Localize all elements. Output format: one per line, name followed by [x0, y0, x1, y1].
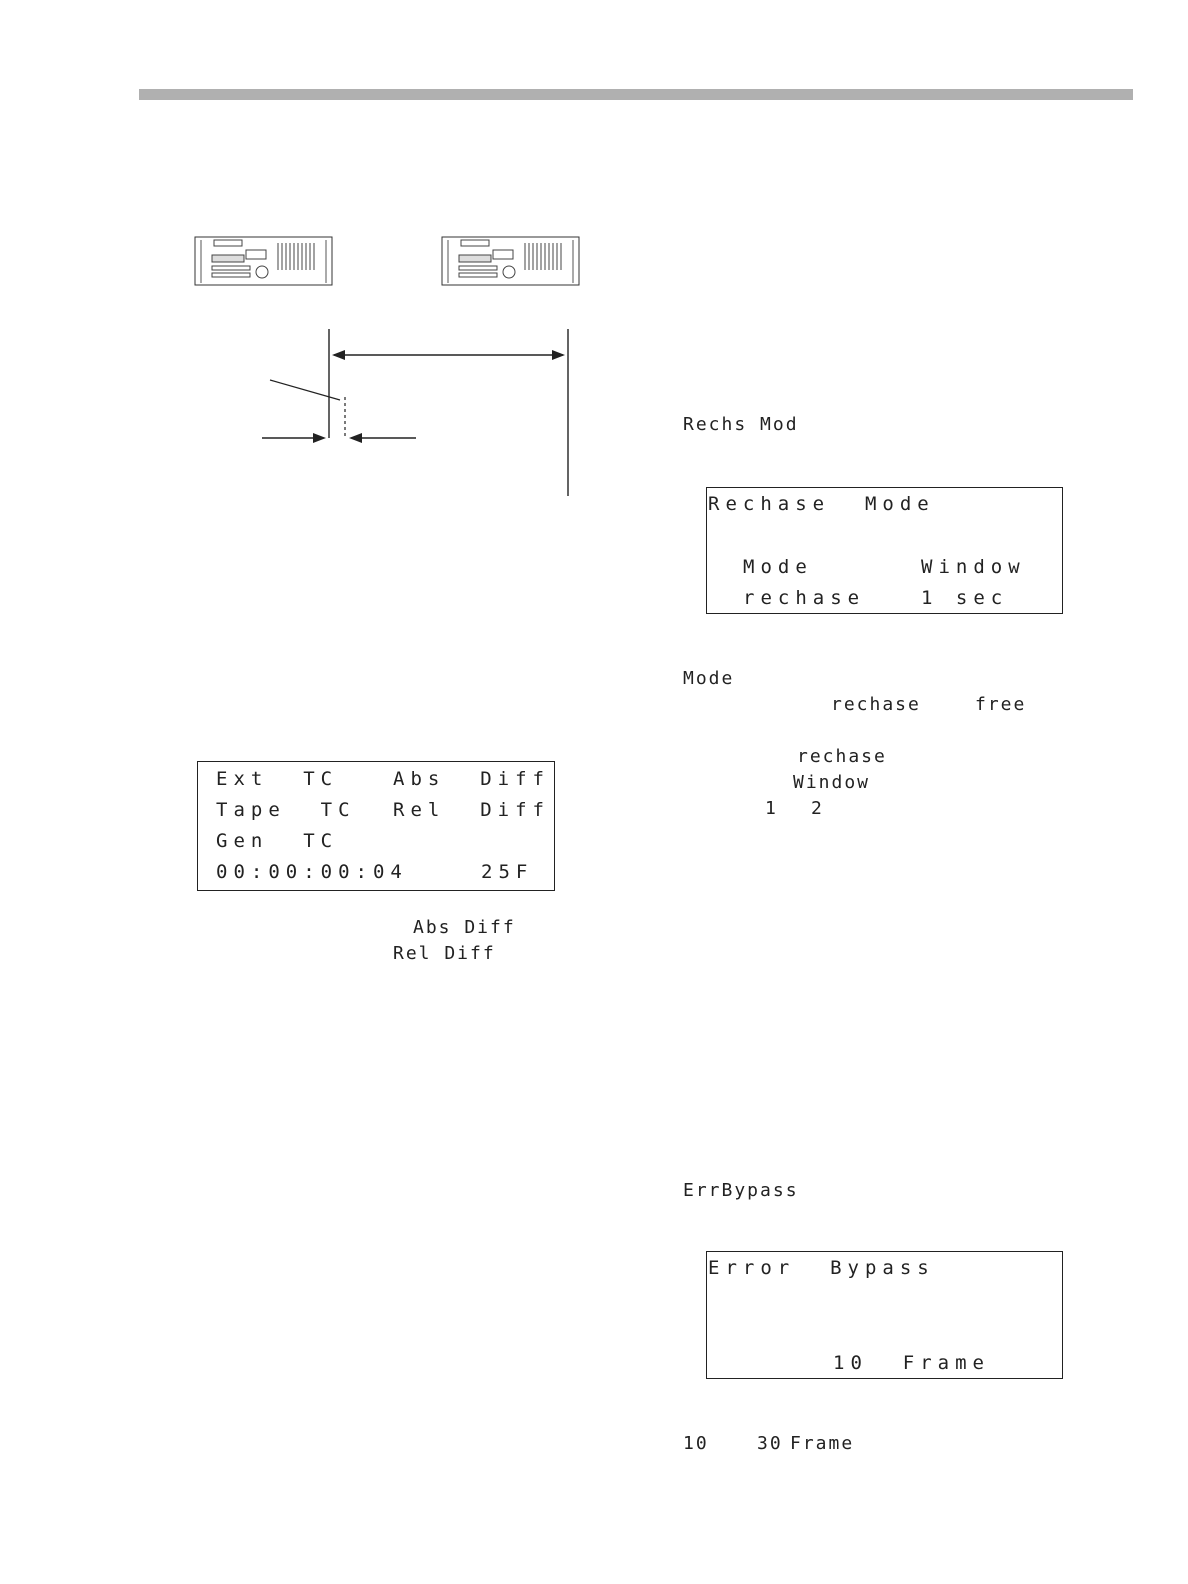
bypass-range-from: 10 [683, 1433, 709, 1454]
recorder-unit-right [441, 236, 580, 286]
tc-line-1-left: Ext TC [216, 768, 339, 790]
abs-diff-note: Abs Diff [413, 917, 516, 938]
bypass-range-to: 30 [757, 1433, 783, 1454]
rechase-term: rechase [797, 746, 887, 767]
mode-option-rechase: rechase [831, 694, 921, 715]
rechase-mode-panel: Rechase Mode Mode Window rechase 1 sec [706, 487, 1063, 614]
rechase-window-header: Window [921, 556, 1026, 578]
rechase-window-value: 1 sec [921, 587, 1009, 609]
tc-line-2-right: Rel Diff [393, 799, 550, 821]
tc-line-2-left: Tape TC [216, 799, 356, 821]
rechase-panel-title: Rechase Mode [708, 493, 935, 515]
rechase-menu-label: Rechs Mod [683, 414, 799, 435]
tc-frame-rate: 25F [481, 861, 534, 883]
header-rule [139, 89, 1133, 100]
pointer-line [269, 379, 341, 401]
rechase-mode-value: rechase [743, 587, 866, 609]
tc-display-panel: Ext TC Abs Diff Tape TC Rel Diff Gen TC … [197, 761, 555, 891]
window-value-2: 2 [811, 798, 824, 819]
tc-line-1-right: Abs Diff [393, 768, 550, 790]
rechase-mode-header: Mode [743, 556, 813, 578]
window-term: Window [793, 772, 871, 793]
tc-line-3-left: Gen TC [216, 830, 339, 852]
mode-term: Mode [683, 668, 735, 689]
error-bypass-title: Error Bypass [708, 1257, 935, 1279]
error-bypass-value: 10 Frame [833, 1352, 990, 1374]
rel-diff-note: Rel Diff [393, 943, 496, 964]
errbypass-menu-label: ErrBypass [683, 1180, 799, 1201]
recorder-unit-left [194, 236, 333, 286]
error-bypass-panel: Error Bypass 10 Frame [706, 1251, 1063, 1379]
bypass-range-unit: Frame [790, 1433, 855, 1454]
tc-readout: 00:00:00:04 [216, 861, 408, 883]
mode-option-free: free [975, 694, 1027, 715]
window-value-1: 1 [765, 798, 778, 819]
